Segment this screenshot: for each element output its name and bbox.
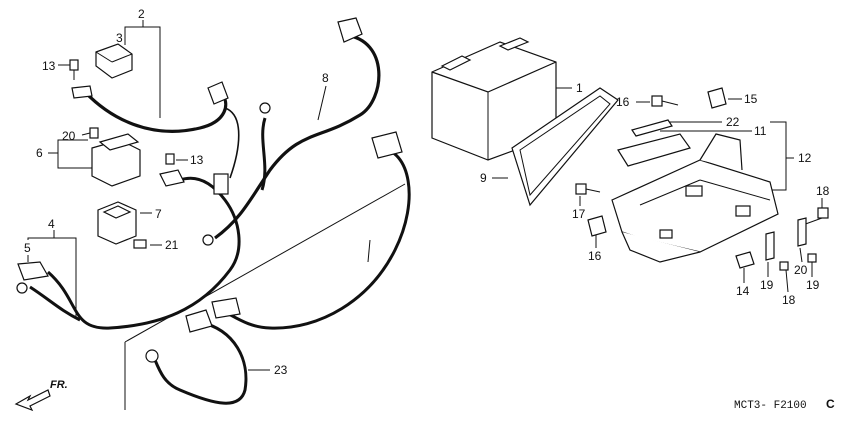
callout-21: 22 (726, 115, 740, 129)
callout-16: 16 (616, 95, 630, 109)
callout-19: 20 (794, 263, 808, 277)
callout-5: 5 (24, 241, 31, 255)
battery-box (611, 133, 779, 263)
battery-band (511, 87, 619, 207)
callout-14: 14 (736, 284, 750, 298)
callout-19: 19 (760, 278, 774, 292)
callout-15: 16 (588, 249, 602, 263)
callout-13: 13 (190, 153, 204, 167)
diagram-code: MCT3- F2100 C (734, 397, 835, 412)
diagram-code-text: MCT3- F2100 (734, 400, 807, 412)
front-indicator-label: FR. (50, 379, 68, 391)
callout-20: 20 (62, 129, 76, 143)
pad-strips (617, 119, 691, 167)
callout-16: 17 (572, 207, 586, 221)
hardware (575, 87, 829, 271)
callout-9: 9 (480, 171, 487, 185)
callout-4: 4 (48, 217, 55, 231)
callout-18: 18 (782, 293, 796, 307)
callout-numbers: 2 3 13 20 6 13 7 4 5 21 8 1 9 16 15 22 1… (24, 7, 830, 377)
callout-17: 18 (816, 184, 830, 198)
front-direction-indicator: FR. (14, 379, 68, 412)
small-parts (16, 17, 403, 363)
battery (431, 37, 557, 161)
callout-6: 8 (322, 71, 329, 85)
callout-1: 1 (576, 81, 583, 95)
callout-2: 2 (138, 7, 145, 21)
callout-15: 15 (744, 92, 758, 106)
front-arrow-icon (14, 389, 51, 412)
callout-13: 13 (42, 59, 56, 73)
callout-11: 11 (754, 124, 767, 138)
callout-20: 21 (165, 238, 179, 252)
callout-18: 19 (806, 278, 820, 292)
diagram-code-suffix: C (826, 397, 835, 411)
callout-12: 12 (798, 151, 812, 165)
callout-3: 3 (116, 31, 123, 45)
callout-8: 7 (155, 207, 162, 221)
callout-7: 6 (36, 146, 43, 160)
callout-22: 23 (274, 363, 288, 377)
